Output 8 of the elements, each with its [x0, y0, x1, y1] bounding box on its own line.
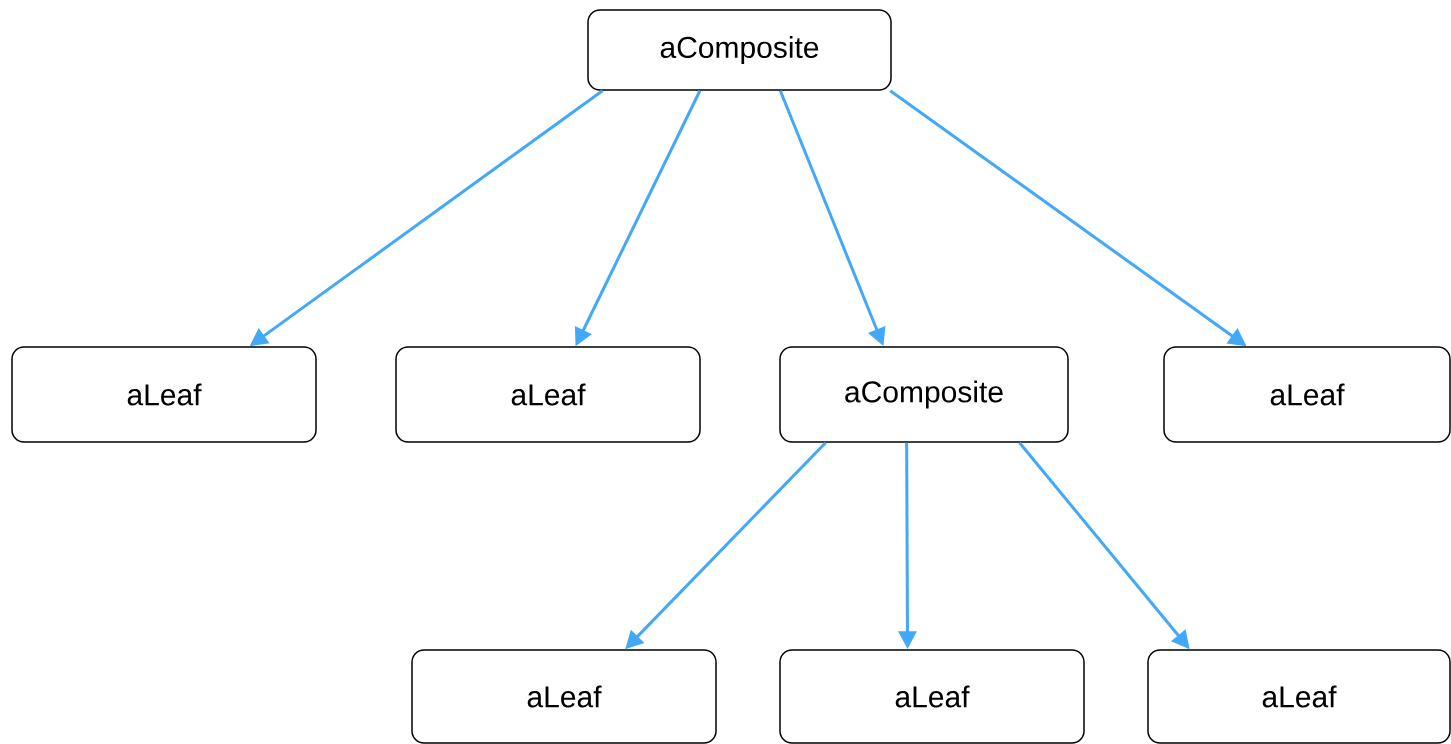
process-box: aComposite — [779, 346, 1069, 443]
process-box: aLeaf — [11, 346, 317, 443]
process-box: aLeaf — [779, 649, 1085, 744]
process-box: aComposite — [587, 9, 892, 91]
process-box: aLeaf — [1163, 346, 1451, 443]
process-box: aLeaf — [411, 649, 717, 744]
process-box: aLeaf — [1147, 649, 1451, 744]
process-box: aLeaf — [395, 346, 701, 443]
